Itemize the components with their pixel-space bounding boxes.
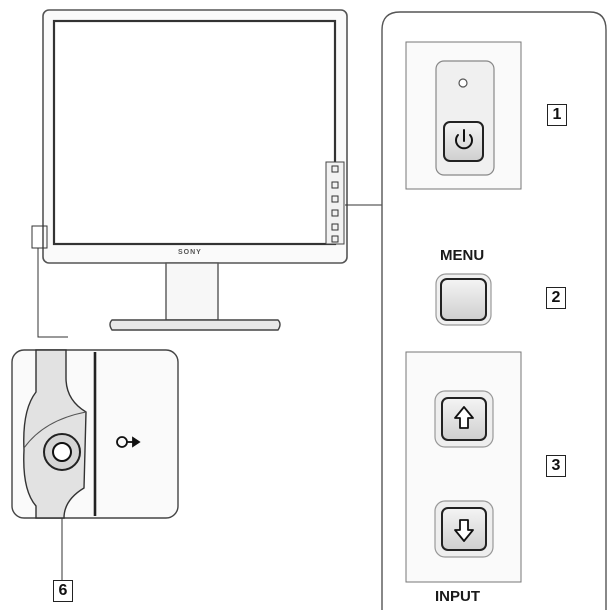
monitor: [31, 9, 348, 331]
arrow-down-icon: [454, 519, 474, 542]
power-button[interactable]: [444, 122, 483, 161]
headphone-jack[interactable]: [44, 434, 80, 470]
monitor-base: [109, 319, 281, 331]
port-detail-view: [11, 349, 179, 519]
port-marker-box: [31, 225, 48, 249]
arrow-up-icon: [454, 406, 474, 429]
input-down-button[interactable]: [442, 508, 486, 550]
headphone-output-icon: [116, 436, 141, 448]
callout-2: 2: [546, 287, 566, 309]
monitor-neck: [165, 262, 219, 321]
input-label: INPUT: [435, 588, 480, 605]
callout-3: 3: [546, 455, 566, 477]
callout-1: 1: [547, 104, 567, 126]
jack-housing: [23, 349, 87, 519]
monitor-side-buttons: [325, 161, 345, 245]
input-up-button[interactable]: [442, 398, 486, 440]
menu-button[interactable]: [441, 279, 486, 320]
power-indicator-led: [458, 78, 468, 88]
power-icon: [455, 129, 473, 150]
headphone-jack-inner: [52, 442, 72, 462]
monitor-screen: [52, 19, 337, 246]
callout-6: 6: [53, 580, 73, 602]
menu-label: MENU: [440, 247, 485, 264]
monitor-brand-logo: SONY: [178, 249, 202, 256]
